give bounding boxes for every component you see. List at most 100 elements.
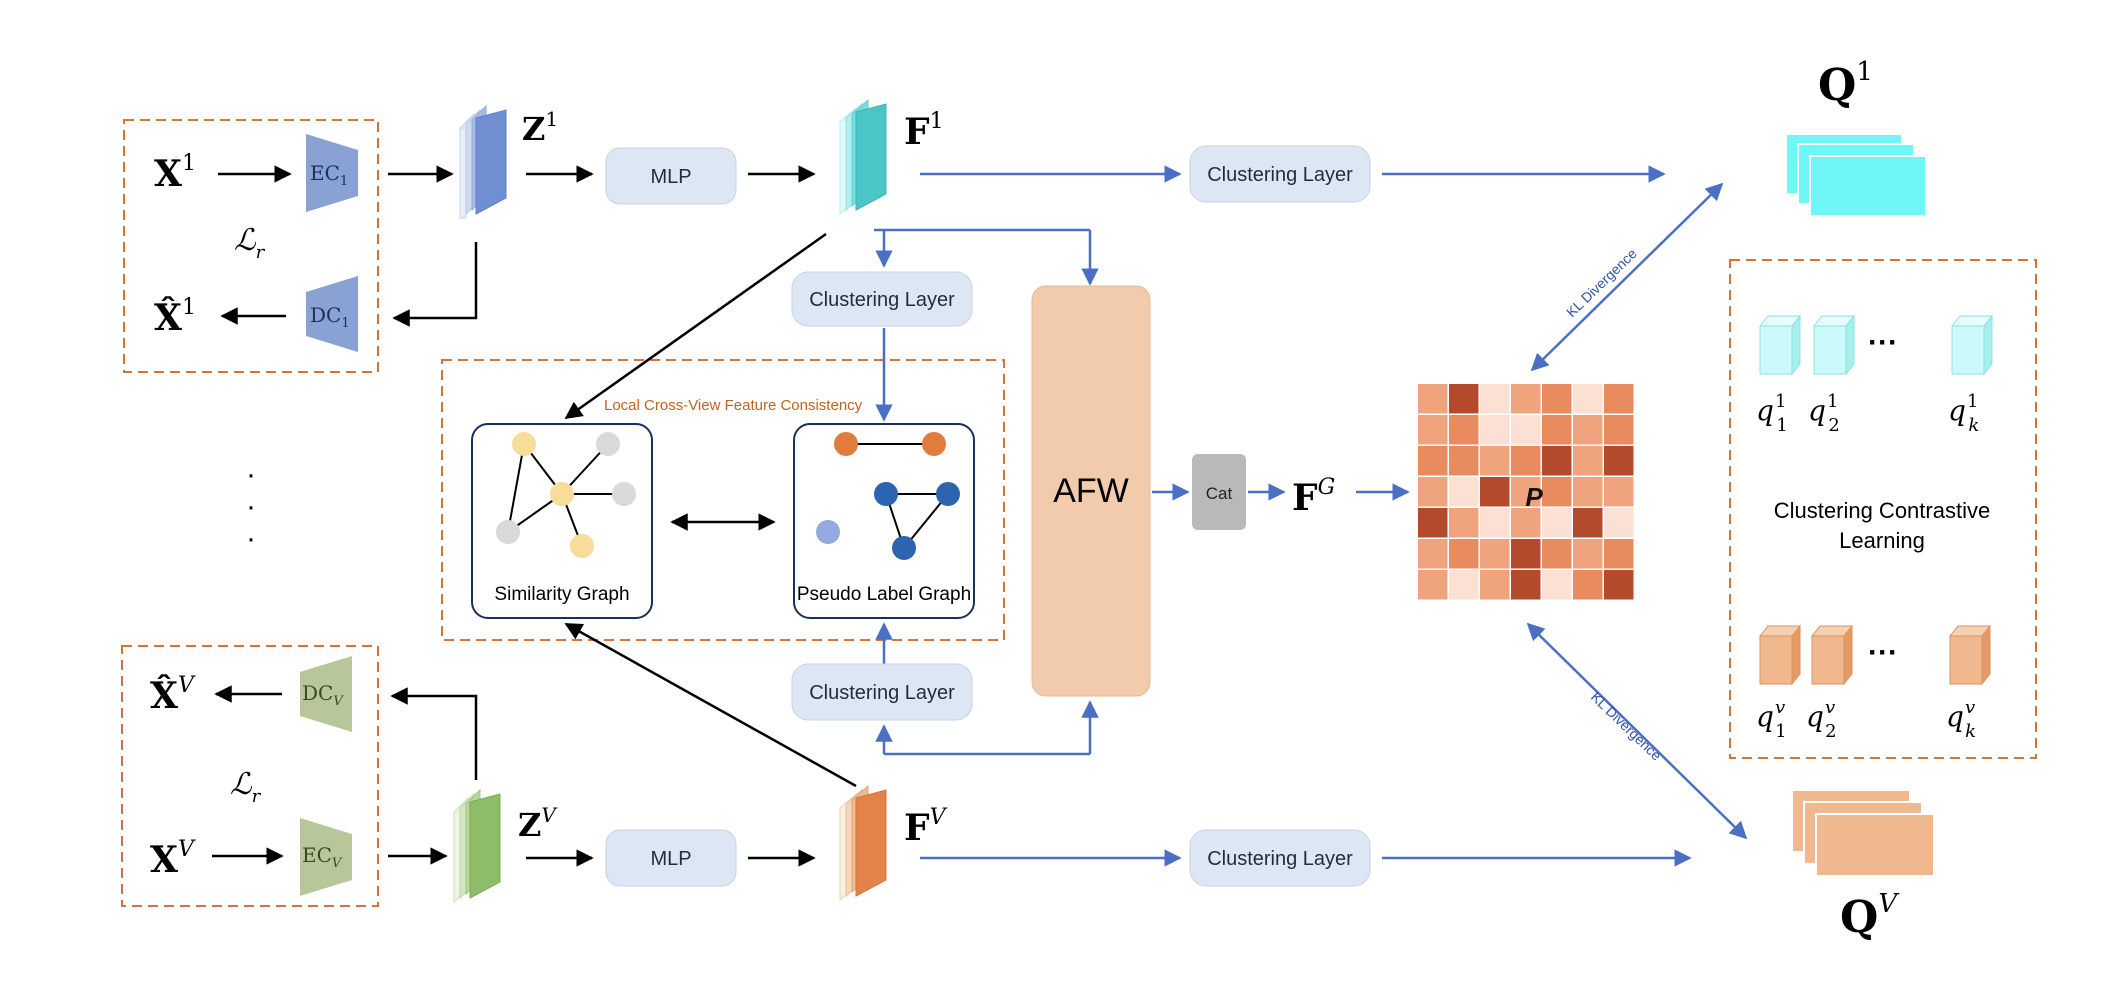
heatmap-cell [1511,384,1541,414]
xhatv-label: X̂V [150,673,196,717]
q1-label: Q1 [1818,57,1873,111]
fv-label: FV [904,805,948,849]
cyan-cube-2 [1812,314,1856,376]
clustering-layer-bottom-label: Clustering Layer [1207,848,1353,870]
encoder-ecv-label: ECV [302,843,343,871]
f1-feature-stack [839,98,887,216]
cyan-cube-1 [1758,314,1802,376]
kl-arrow-lower [1526,622,1748,840]
xv-label: XV [150,837,196,881]
cat-block [1192,454,1246,530]
heatmap-cell [1542,415,1572,445]
similarity-graph-nodes [496,432,636,558]
heatmap-cell [1418,539,1448,569]
heatmap-cell [1511,415,1541,445]
qv-label: QV [1840,889,1899,943]
heatmap-cell [1542,384,1572,414]
heatmap-cell [1480,539,1510,569]
similarity-graph-box [471,423,653,619]
heatmap-cell [1480,477,1510,507]
clustering-layer-upper [791,271,973,327]
clustering-layer-top [1189,145,1371,203]
mlp-view1 [605,147,737,205]
heatmap-cell [1573,570,1603,600]
heatmap-cell [1449,446,1479,476]
heatmap-cell [1573,415,1603,445]
z1-feature-stack [459,104,507,220]
cyan-dots: ··· [1868,326,1898,359]
mlp-view1-label: MLP [650,166,691,188]
heatmap-cell [1573,446,1603,476]
heatmap-cell [1604,477,1634,507]
heatmap-cell [1604,415,1634,445]
afw-label: AFW [1053,472,1129,510]
heatmap-cell [1480,384,1510,414]
cyan-cube-k [1950,314,1994,376]
fv-feature-stack [839,784,887,902]
heatmap-cell [1604,570,1634,600]
arrow-f1-to-similarity [564,232,827,420]
heatmap-cell [1418,446,1448,476]
arrow-z1-to-dc1 [392,242,478,327]
mlp-viewV [605,829,737,887]
heatmap-cell [1418,477,1448,507]
clustering-layer-bottom [1189,829,1371,887]
clustering-layer-upper-label: Clustering Layer [809,289,955,311]
heatmap-cell [1542,477,1572,507]
pseudo-label-graph-box [793,423,975,619]
heatmap-cell [1480,508,1510,538]
qv-stack [1791,789,1935,877]
heatmap-cell [1418,570,1448,600]
cat-label: Cat [1206,484,1233,503]
heatmap-cell [1418,384,1448,414]
heatmap-cell [1573,384,1603,414]
heatmap-cell [1542,539,1572,569]
zv-feature-stack [453,788,501,904]
heatmap-cell [1573,477,1603,507]
heatmap-cell [1604,384,1634,414]
heatmap-cell [1511,446,1541,476]
encoder-ecv [300,818,352,896]
fg-label: FG [1292,475,1335,519]
heatmap-cell [1542,508,1572,538]
heatmap-cell [1418,508,1448,538]
heatmap-cell [1604,446,1634,476]
peach-dots: ··· [1868,636,1898,669]
decoder-dcv-label: DCV [302,681,344,709]
pseudo-label-graph-nodes [816,432,960,560]
mlp-viewV-label: MLP [650,848,691,870]
p-label: P [1525,482,1543,512]
heatmap-cell [1449,415,1479,445]
loss-r-view1: ℒr [234,223,266,263]
p-matrix-heatmap [1418,384,1634,600]
heatmap-cell [1542,570,1572,600]
clustering-layer-lower-label: Clustering Layer [809,682,955,704]
heatmap-cell [1449,539,1479,569]
x1-label: X1 [154,151,196,195]
encoder-ec1 [306,134,358,212]
afw-block [1031,285,1151,697]
f1-label: F1 [904,109,944,153]
clustering-layer-lower [791,663,973,721]
heatmap-cell [1449,570,1479,600]
heatmap-cell [1480,570,1510,600]
view1-autoencoder-group [123,119,379,373]
heatmap-cell [1480,446,1510,476]
decoder-dc1 [306,276,358,352]
similarity-graph-label: Similarity Graph [494,584,629,605]
contrastive-label-line1: Clustering Contrastive [1774,498,1990,523]
encoder-ec1-label: EC1 [310,161,348,189]
arrow-fv-to-similarity [564,622,857,788]
q1-stack [1785,133,1927,217]
peach-cube-k [1948,624,1992,686]
heatmap-cell [1449,477,1479,507]
heatmap-cell [1511,477,1541,507]
heatmap-cell [1449,384,1479,414]
local-consistency-group [441,359,1005,641]
arrow-zv-to-dcv [390,687,478,780]
